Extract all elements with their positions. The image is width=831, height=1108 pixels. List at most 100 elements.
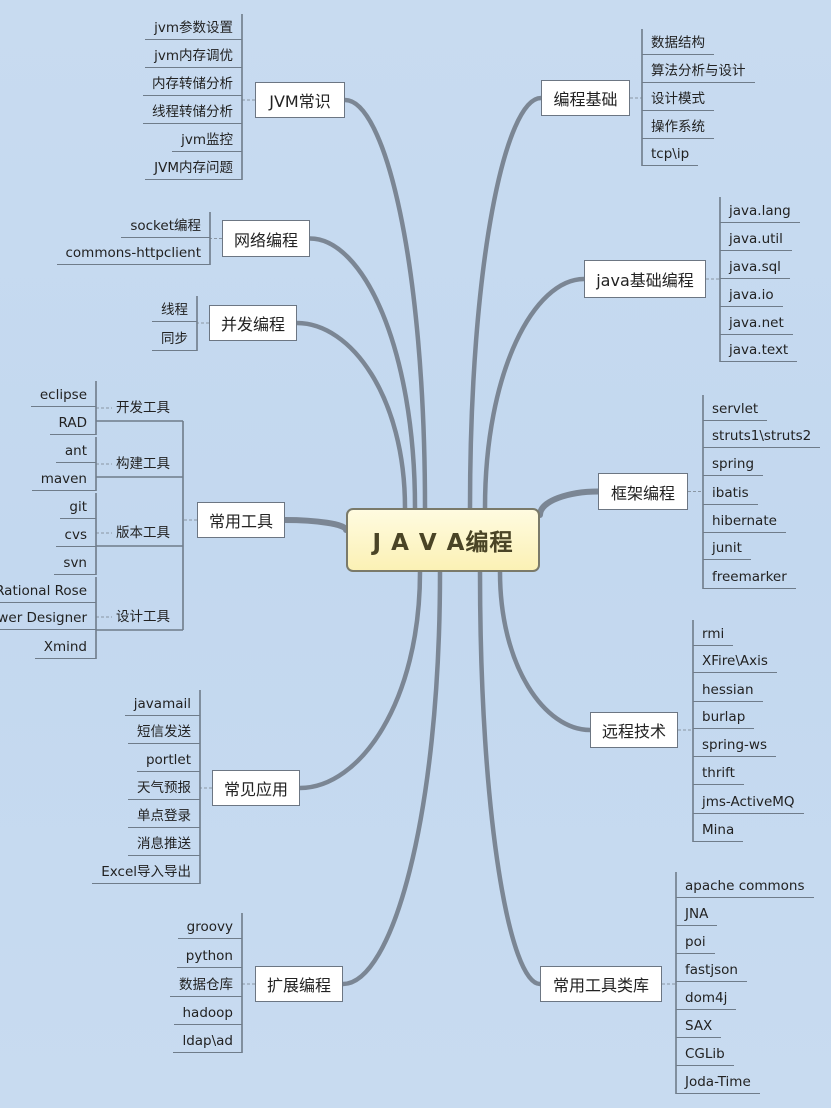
leaf-item[interactable]: git [60,493,96,519]
topic-label: JVM常识 [269,92,331,111]
topic-10[interactable]: 常用工具类库 [540,966,662,1002]
leaf-item[interactable]: ant [55,437,96,463]
leaf-item[interactable]: socket编程 [121,212,210,238]
leaf-item[interactable]: 线程转储分析 [143,98,242,124]
subtopic-0[interactable]: 开发工具 [116,400,170,416]
leaf-item[interactable]: ibatis [703,479,758,505]
leaf-item[interactable]: rmi [693,620,734,646]
topic-3[interactable]: 常用工具 [197,502,285,538]
leaf-item[interactable]: 短信发送 [128,718,200,744]
leaf-item[interactable]: 消息推送 [128,830,200,856]
leaf-item[interactable]: java.sql [720,253,790,279]
topic-label: java基础编程 [596,271,694,290]
leaf-item[interactable]: JNA [676,900,718,926]
leaf-item[interactable]: 数据仓库 [170,971,242,997]
leaf-item[interactable]: jms-ActiveMQ [693,788,804,814]
leaf-item[interactable]: groovy [177,913,242,939]
leaf-item[interactable]: maven [31,465,96,491]
leaf-item[interactable]: burlap [693,703,755,729]
leaf-item[interactable]: 天气预报 [128,774,200,800]
leaf-item[interactable]: JVM内存问题 [145,154,242,180]
topic-label: 扩展编程 [266,976,331,995]
leaf-item[interactable]: commons-httpclient [56,239,210,265]
leaf-item[interactable]: 内存转储分析 [143,70,242,96]
leaf-item[interactable]: 设计模式 [642,85,714,111]
subtopic-1[interactable]: 构建工具 [116,456,170,472]
leaf-item[interactable]: spring [703,450,764,476]
central-topic-label: J A V A编程 [372,530,514,556]
leaf-item[interactable]: 单点登录 [128,802,200,828]
topic-label: 编程基础 [553,90,618,109]
topic-0[interactable]: JVM常识 [255,82,345,118]
leaf-item[interactable]: portlet [136,746,200,772]
branch-curve [282,517,349,533]
leaf-item[interactable]: dom4j [676,984,737,1010]
leaf-item[interactable]: java.util [720,225,792,251]
branch-curve [294,320,408,511]
leaf-item[interactable]: tcp\ip [642,140,699,166]
branch-curve [307,236,418,511]
central-topic[interactable]: J A V A编程 [346,508,540,572]
leaf-item[interactable]: ldap\ad [173,1027,242,1053]
topic-label: 框架编程 [610,483,675,503]
leaf-item[interactable]: Power Designer [0,604,96,630]
subtopic-3[interactable]: 设计工具 [116,609,170,625]
leaf-item[interactable]: spring-ws [693,731,776,757]
leaf-item[interactable]: servlet [703,395,768,421]
leaf-item[interactable]: eclipse [30,381,96,407]
leaf-item[interactable]: XFire\Axis [693,647,777,673]
topic-label: 网络编程 [233,230,298,250]
leaf-item[interactable]: struts1\struts2 [703,422,821,448]
leaf-item[interactable]: java.text [720,336,798,362]
topic-6[interactable]: 编程基础 [541,80,630,116]
leaf-item[interactable]: svn [54,549,96,575]
leaf-item[interactable]: java.lang [720,197,800,223]
topic-5[interactable]: 扩展编程 [255,966,343,1002]
leaf-item[interactable]: jvm参数设置 [145,14,242,40]
topic-label: 常见应用 [223,780,288,799]
leaf-item[interactable]: hessian [693,676,763,702]
leaf-item[interactable]: Mina [693,816,744,842]
leaf-item[interactable]: hadoop [173,999,242,1025]
topic-2[interactable]: 并发编程 [209,305,297,341]
leaf-item[interactable]: jvm监控 [172,126,242,152]
leaf-item[interactable]: 算法分析与设计 [642,57,755,83]
leaf-item[interactable]: RAD [49,409,96,435]
leaf-item[interactable]: 操作系统 [642,113,714,139]
leaf-item[interactable]: python [176,942,242,968]
topic-7[interactable]: java基础编程 [584,260,706,298]
leaf-item[interactable]: javamail [124,690,200,716]
leaf-item[interactable]: Xmind [34,633,96,659]
topic-9[interactable]: 远程技术 [590,712,678,748]
topic-1[interactable]: 网络编程 [222,220,310,257]
leaf-item[interactable]: freemarker [703,563,796,589]
leaf-item[interactable]: thrift [693,759,744,785]
leaf-item[interactable]: java.io [720,281,783,307]
branch-curve [342,97,428,511]
leaf-item[interactable]: java.net [720,309,793,335]
leaf-item[interactable]: poi [676,928,715,954]
leaf-item[interactable]: fastjson [676,956,747,982]
branch-curve [482,276,587,511]
leaf-item[interactable]: cvs [55,521,96,547]
topic-4[interactable]: 常见应用 [212,770,300,806]
branch-curve [340,569,443,987]
topic-label: 并发编程 [220,315,285,334]
leaf-item[interactable]: jvm内存调优 [145,42,242,68]
branch-curve [537,488,601,518]
leaf-item[interactable]: 数据结构 [642,29,714,55]
leaf-item[interactable]: Rational Rose [0,577,96,603]
subtopic-2[interactable]: 版本工具 [116,525,170,541]
topic-8[interactable]: 框架编程 [598,473,688,510]
leaf-item[interactable]: 线程 [152,296,197,322]
leaf-item[interactable]: hibernate [703,507,786,533]
leaf-item[interactable]: apache commons [676,872,814,898]
leaf-item[interactable]: CGLib [676,1040,734,1066]
leaf-item[interactable]: SAX [676,1012,722,1038]
topic-label: 常用工具类库 [552,976,649,995]
leaf-item[interactable]: Joda-Time [676,1068,760,1094]
leaf-item[interactable]: Excel导入导出 [92,858,200,884]
leaf-item[interactable]: 同步 [152,325,197,351]
leaf-item[interactable]: junit [703,534,751,560]
